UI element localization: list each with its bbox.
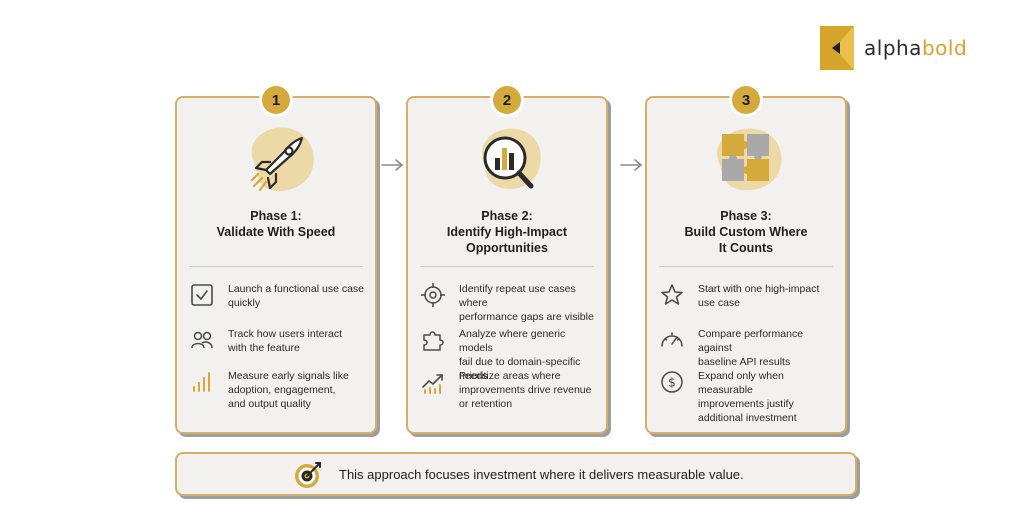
list-item: $ Expand only when measurable improvemen… xyxy=(659,369,837,425)
phase-title-line: Phase 2: xyxy=(481,209,533,223)
list-item: Compare performance against baseline API… xyxy=(659,327,837,369)
item-text-line: improvements drive revenue xyxy=(459,384,592,396)
dollar-coin-icon: $ xyxy=(659,369,685,395)
phase-title-line: Opportunities xyxy=(466,241,548,255)
divider xyxy=(189,266,363,267)
list-item: Analyze where generic models fail due to… xyxy=(420,327,598,383)
phase-title-line: It Counts xyxy=(718,241,774,255)
item-text-line: Launch a functional use case xyxy=(228,283,365,295)
logo-mark-icon xyxy=(820,26,854,70)
phase-card-2: 2 Phase 2: Identify High-Impact Opportun… xyxy=(406,86,608,434)
item-text: Track how users interact with the featur… xyxy=(228,327,342,355)
gauge-icon xyxy=(659,327,685,353)
item-text-line: Start with one high-impact xyxy=(698,283,820,295)
checkbox-icon xyxy=(189,282,215,308)
list-item: Identify repeat use cases where performa… xyxy=(420,282,598,324)
item-text-line: or retention xyxy=(459,398,513,410)
magnifier-chart-icon xyxy=(457,120,557,198)
target-crosshair-icon xyxy=(420,282,446,308)
divider xyxy=(659,266,833,267)
item-text-line: Measure early signals like xyxy=(228,370,349,382)
phase-title-line: Identify High-Impact xyxy=(446,225,568,239)
phase-number-badge: 3 xyxy=(732,86,760,114)
item-text-line: with the feature xyxy=(228,342,300,354)
puzzle-pieces-icon xyxy=(696,120,796,198)
target-arrow-icon xyxy=(294,461,322,489)
item-text: Launch a functional use case quickly xyxy=(228,282,364,310)
item-text-line: additional investment xyxy=(698,412,797,424)
phase-title: Phase 2: Identify High-Impact Opportunit… xyxy=(416,208,598,256)
item-text-line: use case xyxy=(698,297,741,309)
list-item: Start with one high-impact use case xyxy=(659,282,837,310)
item-text: Compare performance against baseline API… xyxy=(698,327,837,369)
item-text-line: fail due to domain-specific needs xyxy=(459,356,581,382)
phase-title-line: Validate With Speed xyxy=(216,225,336,239)
item-text-line: Prioritize areas where xyxy=(459,370,561,382)
item-text-line: Identify repeat use cases where xyxy=(459,283,576,309)
phase-title: Phase 3: Build Custom Where It Counts xyxy=(655,208,837,256)
item-text-line: Expand only when measurable xyxy=(698,370,784,396)
users-icon xyxy=(189,327,215,353)
item-text: Measure early signals like adoption, eng… xyxy=(228,369,349,411)
item-text: Identify repeat use cases where performa… xyxy=(459,282,598,324)
item-text-line: Analyze where generic models xyxy=(459,328,566,354)
phase-card-3: 3 Phase 3: Build Custom Where It Counts … xyxy=(645,86,847,434)
item-text-line: quickly xyxy=(228,297,261,309)
item-text-line: baseline API results xyxy=(698,356,791,368)
arrow-right-icon xyxy=(619,158,645,172)
item-text-line: improvements justify xyxy=(698,398,794,410)
list-item: Track how users interact with the featur… xyxy=(189,327,367,355)
svg-text:$: $ xyxy=(668,376,676,390)
item-text: Prioritize areas where improvements driv… xyxy=(459,369,591,411)
divider xyxy=(420,266,594,267)
phase-number-badge: 1 xyxy=(262,86,290,114)
star-icon xyxy=(659,282,685,308)
phase-title-line: Build Custom Where xyxy=(684,225,808,239)
item-text-line: Track how users interact xyxy=(228,328,342,340)
list-item: Prioritize areas where improvements driv… xyxy=(420,369,598,411)
logo-text-bold: bold xyxy=(921,36,968,60)
item-text: Analyze where generic models fail due to… xyxy=(459,327,598,383)
item-text-line: and output quality xyxy=(228,398,311,410)
item-text-line: adoption, engagement, xyxy=(228,384,336,396)
item-text-line: performance gaps are visible xyxy=(459,311,594,323)
puzzle-piece-icon xyxy=(420,327,446,353)
phase-number-badge: 2 xyxy=(493,86,521,114)
item-text: Expand only when measurable improvements… xyxy=(698,369,837,425)
arrow-right-icon xyxy=(380,158,406,172)
phase-card-1: 1 Phase 1: Validate With Speed Launch xyxy=(175,86,377,434)
phase-title-line: Phase 1: xyxy=(250,209,302,223)
item-text: Start with one high-impact use case xyxy=(698,282,819,310)
logo-text-alpha: alpha xyxy=(864,36,922,60)
signal-bars-icon xyxy=(189,369,215,395)
rocket-icon xyxy=(226,120,326,198)
list-item: Launch a functional use case quickly xyxy=(189,282,367,310)
trend-up-icon xyxy=(420,369,446,395)
phase-title-line: Phase 3: xyxy=(720,209,772,223)
list-item: Measure early signals like adoption, eng… xyxy=(189,369,367,411)
summary-banner: This approach focuses investment where i… xyxy=(175,452,857,496)
item-text-line: Compare performance against xyxy=(698,328,804,354)
phase-title: Phase 1: Validate With Speed xyxy=(185,208,367,240)
summary-text: This approach focuses investment where i… xyxy=(339,467,744,482)
